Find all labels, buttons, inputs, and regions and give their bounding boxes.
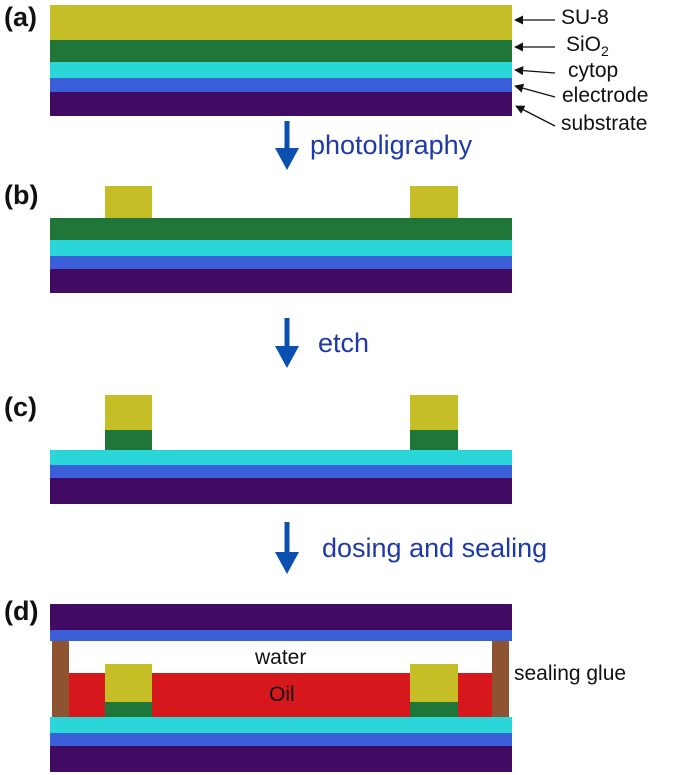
step-label-photoligraphy: photoligraphy xyxy=(310,130,473,160)
su8-pillar-left xyxy=(105,664,152,702)
down-arrow-icon xyxy=(275,121,299,170)
sio2-label-main: SiO xyxy=(566,33,602,56)
cytop-layer xyxy=(50,450,512,465)
electrode-layer xyxy=(50,733,512,746)
substrate-pointer-arrow xyxy=(515,105,556,127)
cytop-layer xyxy=(50,717,512,733)
down-arrow-icon xyxy=(275,318,299,368)
sio2-layer xyxy=(50,40,512,62)
cytop-label: cytop xyxy=(568,59,619,82)
panel-c-stack xyxy=(50,395,512,504)
sealing-glue-label: sealing glue xyxy=(514,662,627,685)
oil-label: Oil xyxy=(269,683,295,706)
step-label-etch: etch xyxy=(318,328,370,358)
step-label-dosing-and-sealing: dosing and sealing xyxy=(322,533,548,563)
sio2-pillar-right xyxy=(410,430,458,450)
sealing-glue-left xyxy=(52,641,69,717)
sio2-label-subscript: 2 xyxy=(601,43,609,60)
sio2-pillar-right xyxy=(410,702,458,717)
su8-layer xyxy=(50,5,512,40)
cytop-layer xyxy=(50,62,512,78)
panel-d-device xyxy=(50,604,512,772)
electrode-layer xyxy=(50,465,512,478)
panel-a-stack xyxy=(50,5,512,116)
cytop-layer xyxy=(50,240,512,256)
substrate-layer xyxy=(50,746,512,772)
panel-label-d: (d) xyxy=(4,596,39,626)
substrate-layer xyxy=(50,478,512,504)
sio2-pillar-left xyxy=(105,702,152,717)
electrode-label: electrode xyxy=(562,84,649,107)
panel-label-a: (a) xyxy=(4,2,37,32)
su8-label: SU-8 xyxy=(561,6,609,29)
layer-pointer-arrows xyxy=(514,15,556,127)
panel-label-c: (c) xyxy=(4,392,37,422)
su8-pillar-left xyxy=(105,186,152,218)
su8-pillar-right xyxy=(410,186,458,218)
substrate-layer xyxy=(50,92,512,116)
su8-pillar-left xyxy=(105,395,152,430)
electrode-layer xyxy=(50,256,512,269)
sio2-pillar-left xyxy=(105,430,152,450)
sealing-glue-right xyxy=(492,641,509,717)
water-label: water xyxy=(255,646,307,669)
sio2-layer xyxy=(50,218,512,240)
substrate-layer xyxy=(50,269,512,293)
panel-b-stack xyxy=(50,186,512,293)
top-electrode-layer xyxy=(50,630,512,641)
su8-pillar-right xyxy=(410,395,458,430)
electrode-pointer-arrow xyxy=(514,83,556,98)
panel-label-b: (b) xyxy=(4,180,39,210)
sio2-label: SiO2 xyxy=(566,33,609,60)
substrate-label: substrate xyxy=(561,112,648,135)
down-arrow-icon xyxy=(275,522,299,574)
top-substrate-layer xyxy=(50,604,512,630)
electrode-layer xyxy=(50,78,512,92)
cytop-pointer-arrow xyxy=(514,66,556,76)
su8-pillar-right xyxy=(410,664,458,702)
